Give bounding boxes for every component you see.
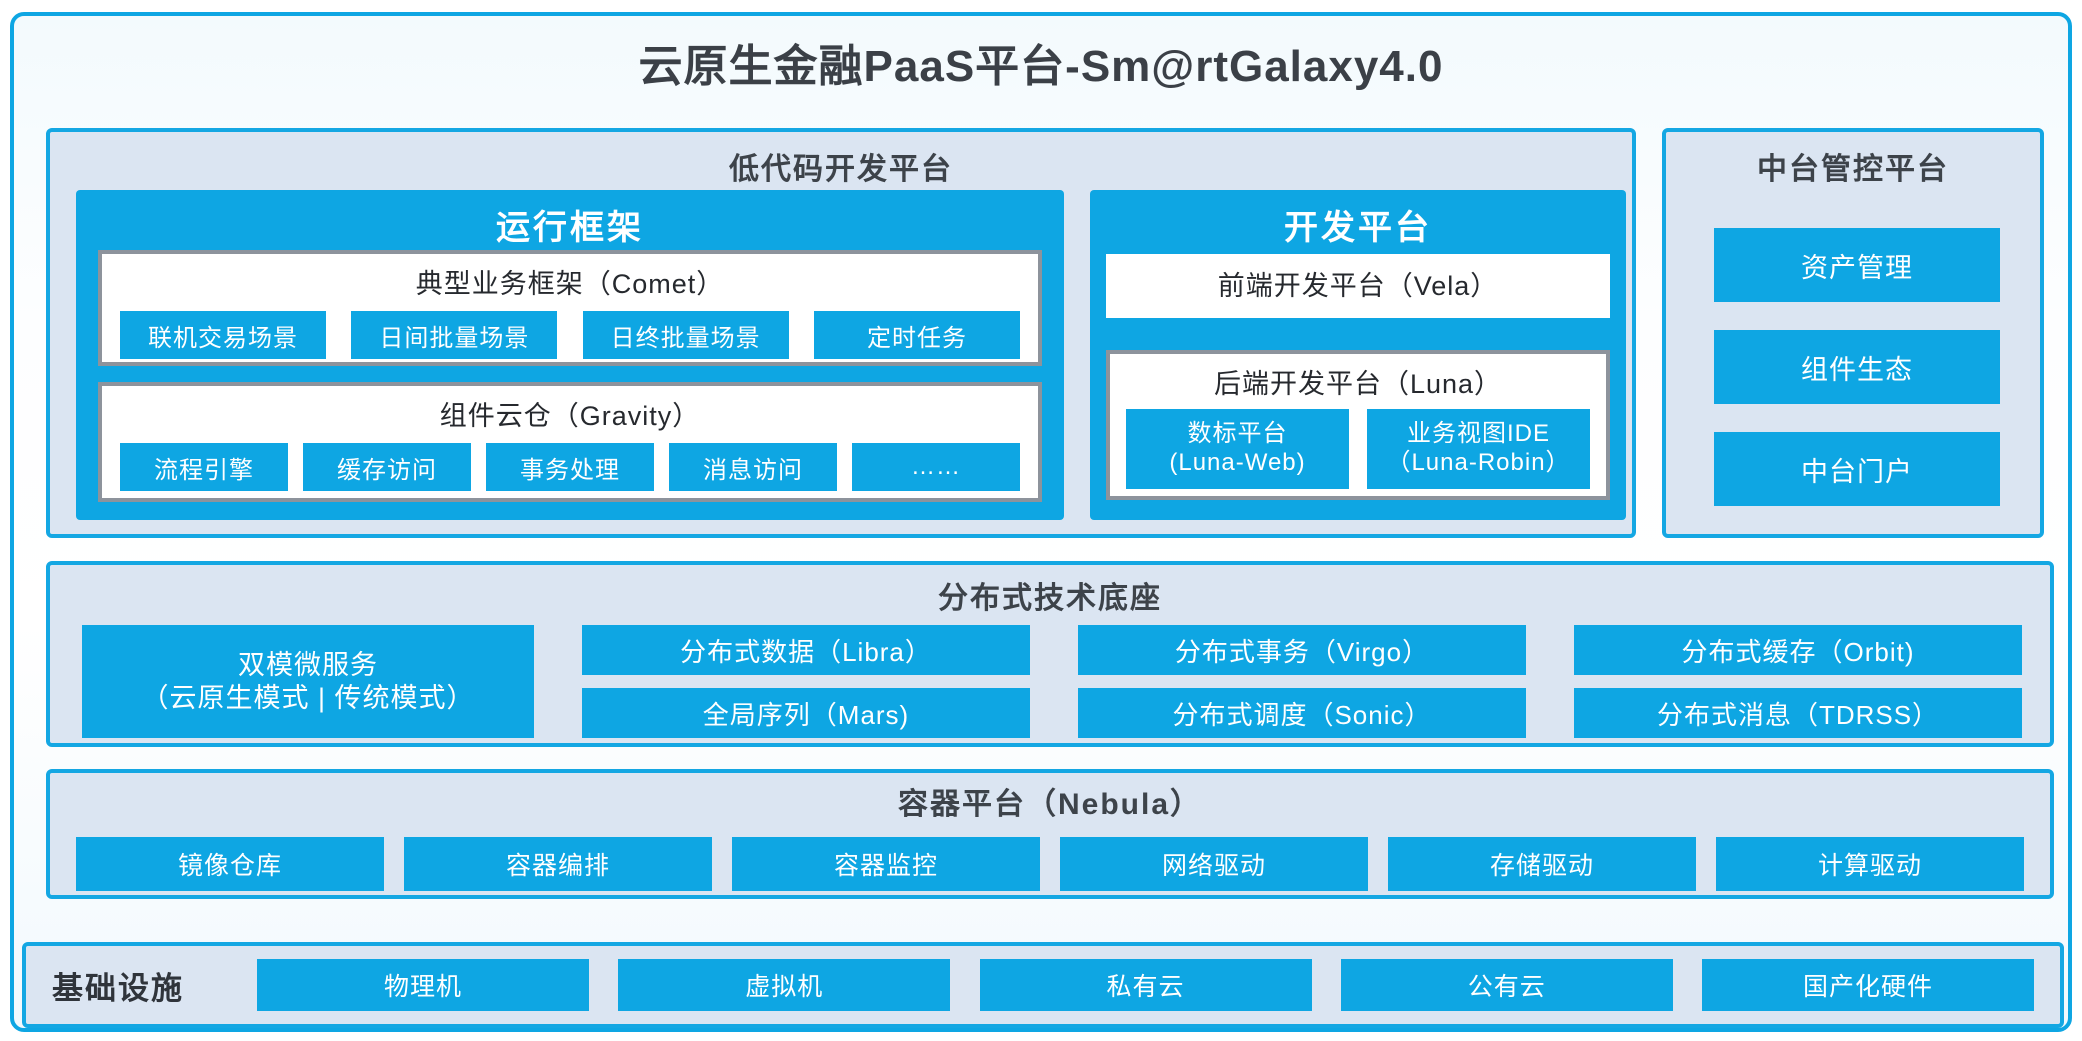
gravity-item-transaction: 事务处理 [486,443,654,491]
diagram-frame: 云原生金融PaaS平台-Sm@rtGalaxy4.0 低代码开发平台 运行框架 … [10,12,2072,1032]
container-item-monitoring: 容器监控 [732,837,1040,891]
comet-item-daytime-batch: 日间批量场景 [351,311,558,359]
panel-distributed-title: 分布式技术底座 [938,582,1162,615]
infra-item-private-cloud: 私有云 [979,959,1312,1011]
luna-robin-sub: （Luna-Robin） [1386,449,1571,476]
dual-mode-microservice-chip: 双模微服务 （云原生模式 | 传统模式） [82,625,534,738]
gravity-item-message-access: 消息访问 [669,443,837,491]
comet-framework-label: 典型业务框架（Comet） [415,269,725,299]
panel-infrastructure: 基础设施 物理机 虚拟机 私有云 公有云 国产化硬件 [22,942,2064,1028]
panel-container-platform: 容器平台（Nebula） 镜像仓库 容器编排 容器监控 网络驱动 存储驱动 计算… [46,769,2054,899]
gravity-item-cache-access: 缓存访问 [303,443,471,491]
luna-backend-box: 后端开发平台（Luna） 数标平台 (Luna-Web) 业务视图IDE （Lu… [1106,350,1610,500]
container-item-storage-driver: 存储驱动 [1388,837,1696,891]
container-item-network-driver: 网络驱动 [1060,837,1368,891]
midplatform-item-asset-management: 资产管理 [1714,228,2000,302]
runtime-framework-title: 运行框架 [496,209,644,247]
container-item-image-registry: 镜像仓库 [76,837,384,891]
distributed-scheduling-sonic-chip: 分布式调度（Sonic） [1078,688,1526,738]
comet-framework-box: 典型业务框架（Comet） 联机交易场景 日间批量场景 日终批量场景 定时任务 [98,250,1042,366]
dev-platform-title: 开发平台 [1284,209,1432,247]
luna-robin-title: 业务视图IDE [1406,420,1550,448]
infra-item-domestic-hardware: 国产化硬件 [1702,959,2034,1011]
luna-robin-chip: 业务视图IDE （Luna-Robin） [1367,409,1590,489]
luna-web-chip: 数标平台 (Luna-Web) [1126,409,1349,489]
gravity-warehouse-box: 组件云仓（Gravity） 流程引擎 缓存访问 事务处理 消息访问 …… [98,382,1042,502]
midplatform-item-portal: 中台门户 [1714,432,2000,506]
gravity-warehouse-label: 组件云仓（Gravity） [439,401,701,431]
distributed-cache-orbit-chip: 分布式缓存（Orbit) [1574,625,2022,675]
gravity-item-process-engine: 流程引擎 [120,443,288,491]
infra-item-physical-machine: 物理机 [257,959,589,1011]
infrastructure-label: 基础设施 [52,970,184,1006]
distributed-data-libra-chip: 分布式数据（Libra） [582,625,1030,675]
luna-web-sub: (Luna-Web) [1169,449,1306,476]
comet-item-online-trading: 联机交易场景 [120,311,326,359]
dev-platform-box: 开发平台 前端开发平台（Vela） 后端开发平台（Luna） 数标平台 (Lun… [1090,190,1626,520]
panel-lowcode-platform: 低代码开发平台 运行框架 典型业务框架（Comet） 联机交易场景 日间批量场景… [46,128,1636,538]
panel-midplatform: 中台管控平台 资产管理 组件生态 中台门户 [1662,128,2044,538]
container-item-compute-driver: 计算驱动 [1716,837,2024,891]
infra-item-virtual-machine: 虚拟机 [618,959,951,1011]
dual-mode-line1: 双模微服务 [238,650,378,681]
infra-item-public-cloud: 公有云 [1340,959,1673,1011]
luna-backend-label: 后端开发平台（Luna） [1213,369,1503,399]
comet-item-endofday-batch: 日终批量场景 [582,311,789,359]
comet-item-scheduled-task: 定时任务 [813,311,1020,359]
dual-mode-line2: （云原生模式 | 传统模式） [141,682,475,713]
panel-distributed-base: 分布式技术底座 双模微服务 （云原生模式 | 传统模式） 分布式数据（Libra… [46,561,2054,747]
midplatform-item-component-ecosystem: 组件生态 [1714,330,2000,404]
distributed-message-tdrss-chip: 分布式消息（TDRSS） [1574,688,2022,738]
panel-midplatform-title: 中台管控平台 [1757,153,1949,186]
global-sequence-mars-chip: 全局序列（Mars) [582,688,1030,738]
page-title: 云原生金融PaaS平台-Sm@rtGalaxy4.0 [638,42,1444,91]
vela-frontend-label: 前端开发平台（Vela） [1217,271,1499,301]
panel-container-title: 容器平台（Nebula） [897,788,1203,821]
luna-web-title: 数标平台 [1187,420,1288,448]
panel-lowcode-title: 低代码开发平台 [729,153,953,186]
container-item-orchestration: 容器编排 [404,837,712,891]
vela-frontend-box: 前端开发平台（Vela） [1106,254,1610,318]
runtime-framework-box: 运行框架 典型业务框架（Comet） 联机交易场景 日间批量场景 日终批量场景 … [76,190,1064,520]
gravity-item-ellipsis: …… [852,443,1020,491]
distributed-transaction-virgo-chip: 分布式事务（Virgo） [1078,625,1526,675]
